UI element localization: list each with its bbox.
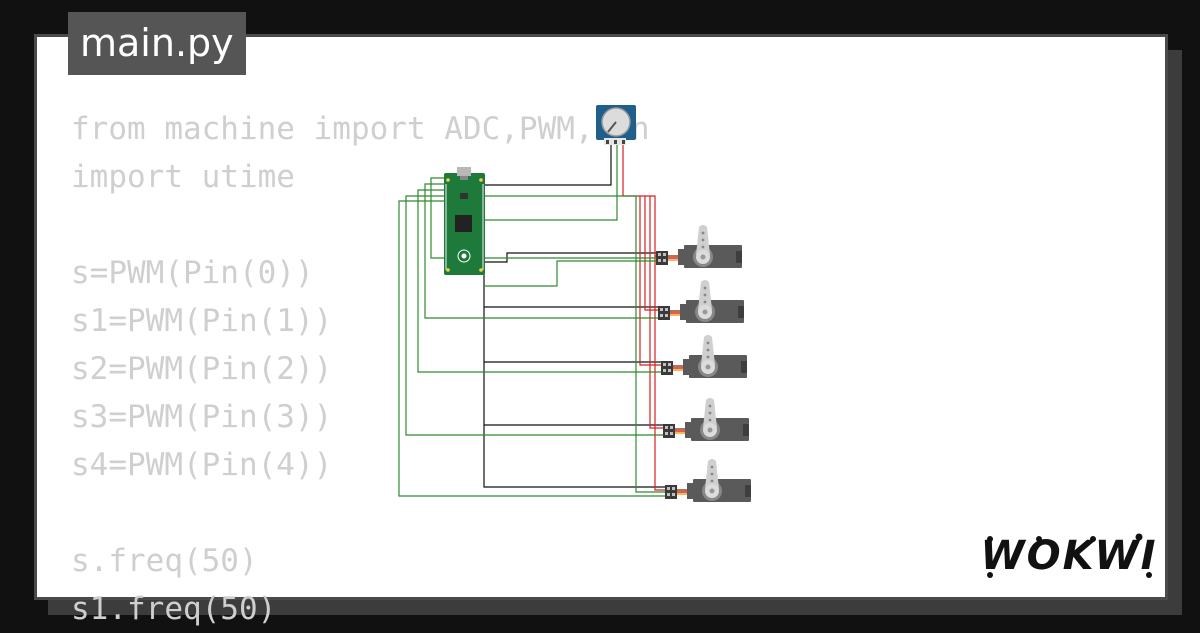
servo-motor-icon[interactable] [655,224,743,269]
signal-wires [398,140,666,497]
code-line: import utime [71,159,295,195]
potentiometer-icon[interactable] [596,105,636,145]
circuit-diagram [398,105,752,503]
preview-card: from machine import ADC,PWM,Pin import u… [34,34,1168,627]
brand-name: WOKWI [980,533,1157,579]
code-line: s.freq(50) [71,543,258,579]
raspberry-pi-pico-icon[interactable] [444,167,485,275]
code-line: s4=PWM(Pin(4)) [71,447,333,483]
servo-motor-icon[interactable] [660,334,748,379]
code-line: s1=PWM(Pin(1)) [71,303,333,339]
code-listing: from machine import ADC,PWM,Pin import u… [71,105,650,633]
code-line: s3=PWM(Pin(3)) [71,399,333,435]
servo-motor-icon[interactable] [664,458,752,503]
code-line: s=PWM(Pin(0)) [71,255,314,291]
servo-motor-icon[interactable] [662,397,750,442]
wokwi-logo: WOKWI [980,533,1157,579]
power-wires [622,140,666,491]
code-line: s1.freq(50) [71,591,277,627]
code-line: s2=PWM(Pin(2)) [71,351,333,387]
file-tab[interactable]: main.py [68,12,246,75]
file-tab-label: main.py [80,21,234,65]
servo-motor-icon[interactable] [657,279,745,324]
